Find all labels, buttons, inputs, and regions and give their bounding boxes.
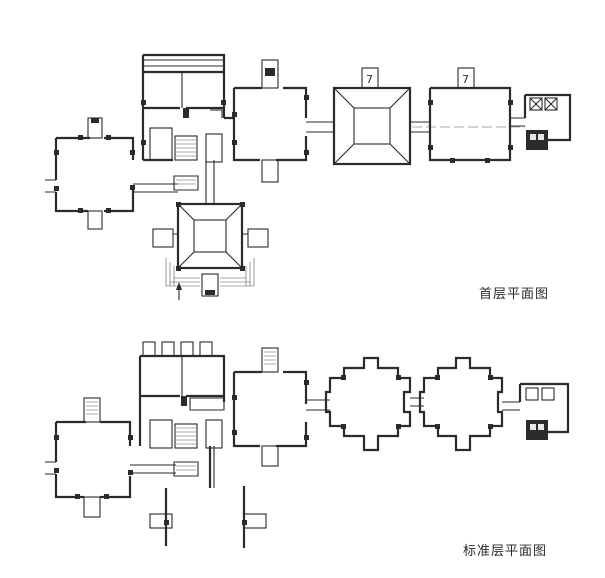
standard-floor-cross-block-1 [324,356,412,452]
standard-floor-service-tower [518,382,570,440]
first-floor-service-tower [510,93,572,150]
standard-floor-core [138,341,226,477]
first-floor-right-hall: 7 [412,67,525,163]
first-floor-core [141,53,234,191]
standard-floor-bottom-branches [149,446,267,548]
standard-floor-left-wing [45,397,133,518]
standard-floor-plan [45,341,570,548]
first-floor-left-wing [45,117,135,230]
north-arrow-icon [176,282,182,300]
first-floor-roof-pavilion: 7 [332,67,412,166]
first-floor-plan: 7 7 [45,53,572,300]
first-floor-caption: 首层平面图 [479,287,550,302]
standard-floor-caption: 标准层平面图 [463,544,548,559]
svg-text:7: 7 [462,73,469,86]
standard-floor-middle-hall [232,347,309,467]
elevator-number-icon: 7 [366,73,373,86]
standard-floor-cross-block-2 [418,356,504,452]
first-floor-middle-hall [232,59,309,183]
first-floor-lower-pavilion [152,202,269,297]
